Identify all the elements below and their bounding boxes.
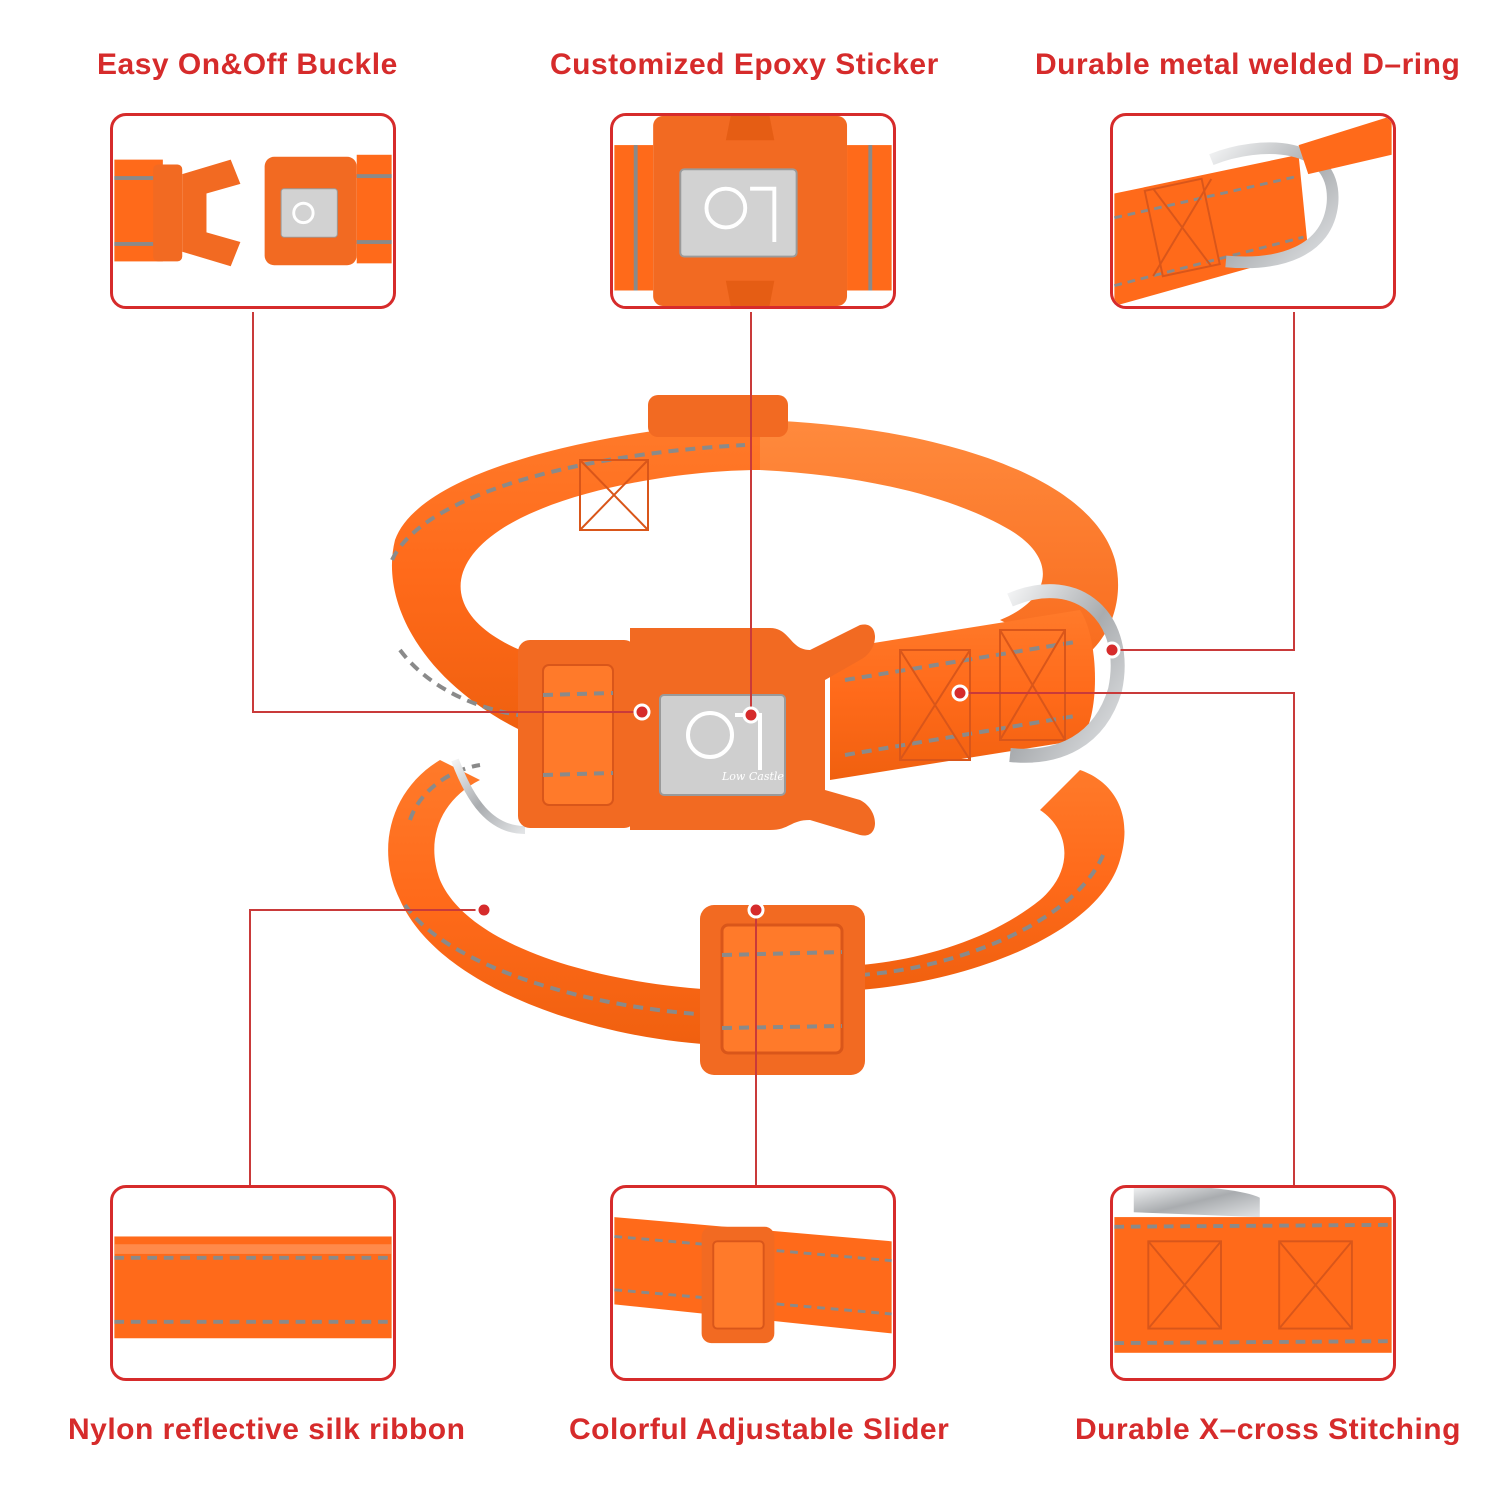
ribbon-label: Nylon reflective silk ribbon	[68, 1413, 466, 1446]
buckle-label: Easy On&Off Buckle	[97, 48, 398, 81]
logo-text: Low Castle	[721, 770, 784, 783]
slider-detail-image	[614, 1217, 892, 1344]
buckle-detail-image	[114, 154, 392, 267]
dring-detail-panel	[1110, 113, 1396, 309]
stitching-detail-image	[1114, 1188, 1392, 1362]
main-buckle: Low Castle	[518, 624, 875, 836]
sticker-detail-image	[614, 116, 892, 306]
stitching-label: Durable X–cross Stitching	[1075, 1413, 1461, 1446]
slider-detail-panel	[610, 1185, 896, 1381]
sticker-label: Customized Epoxy Sticker	[550, 48, 939, 81]
ribbon-detail-image	[114, 1236, 392, 1339]
sticker-detail-panel	[610, 113, 896, 309]
dring-detail-image	[1114, 116, 1392, 306]
slider-label: Colorful Adjustable Slider	[569, 1413, 950, 1446]
stitching-detail-panel	[1110, 1185, 1396, 1381]
right-webbing	[830, 584, 1125, 780]
dring-label: Durable metal welded D–ring	[1035, 48, 1461, 81]
buckle-detail-panel	[110, 113, 396, 309]
ribbon-detail-panel	[110, 1185, 396, 1381]
